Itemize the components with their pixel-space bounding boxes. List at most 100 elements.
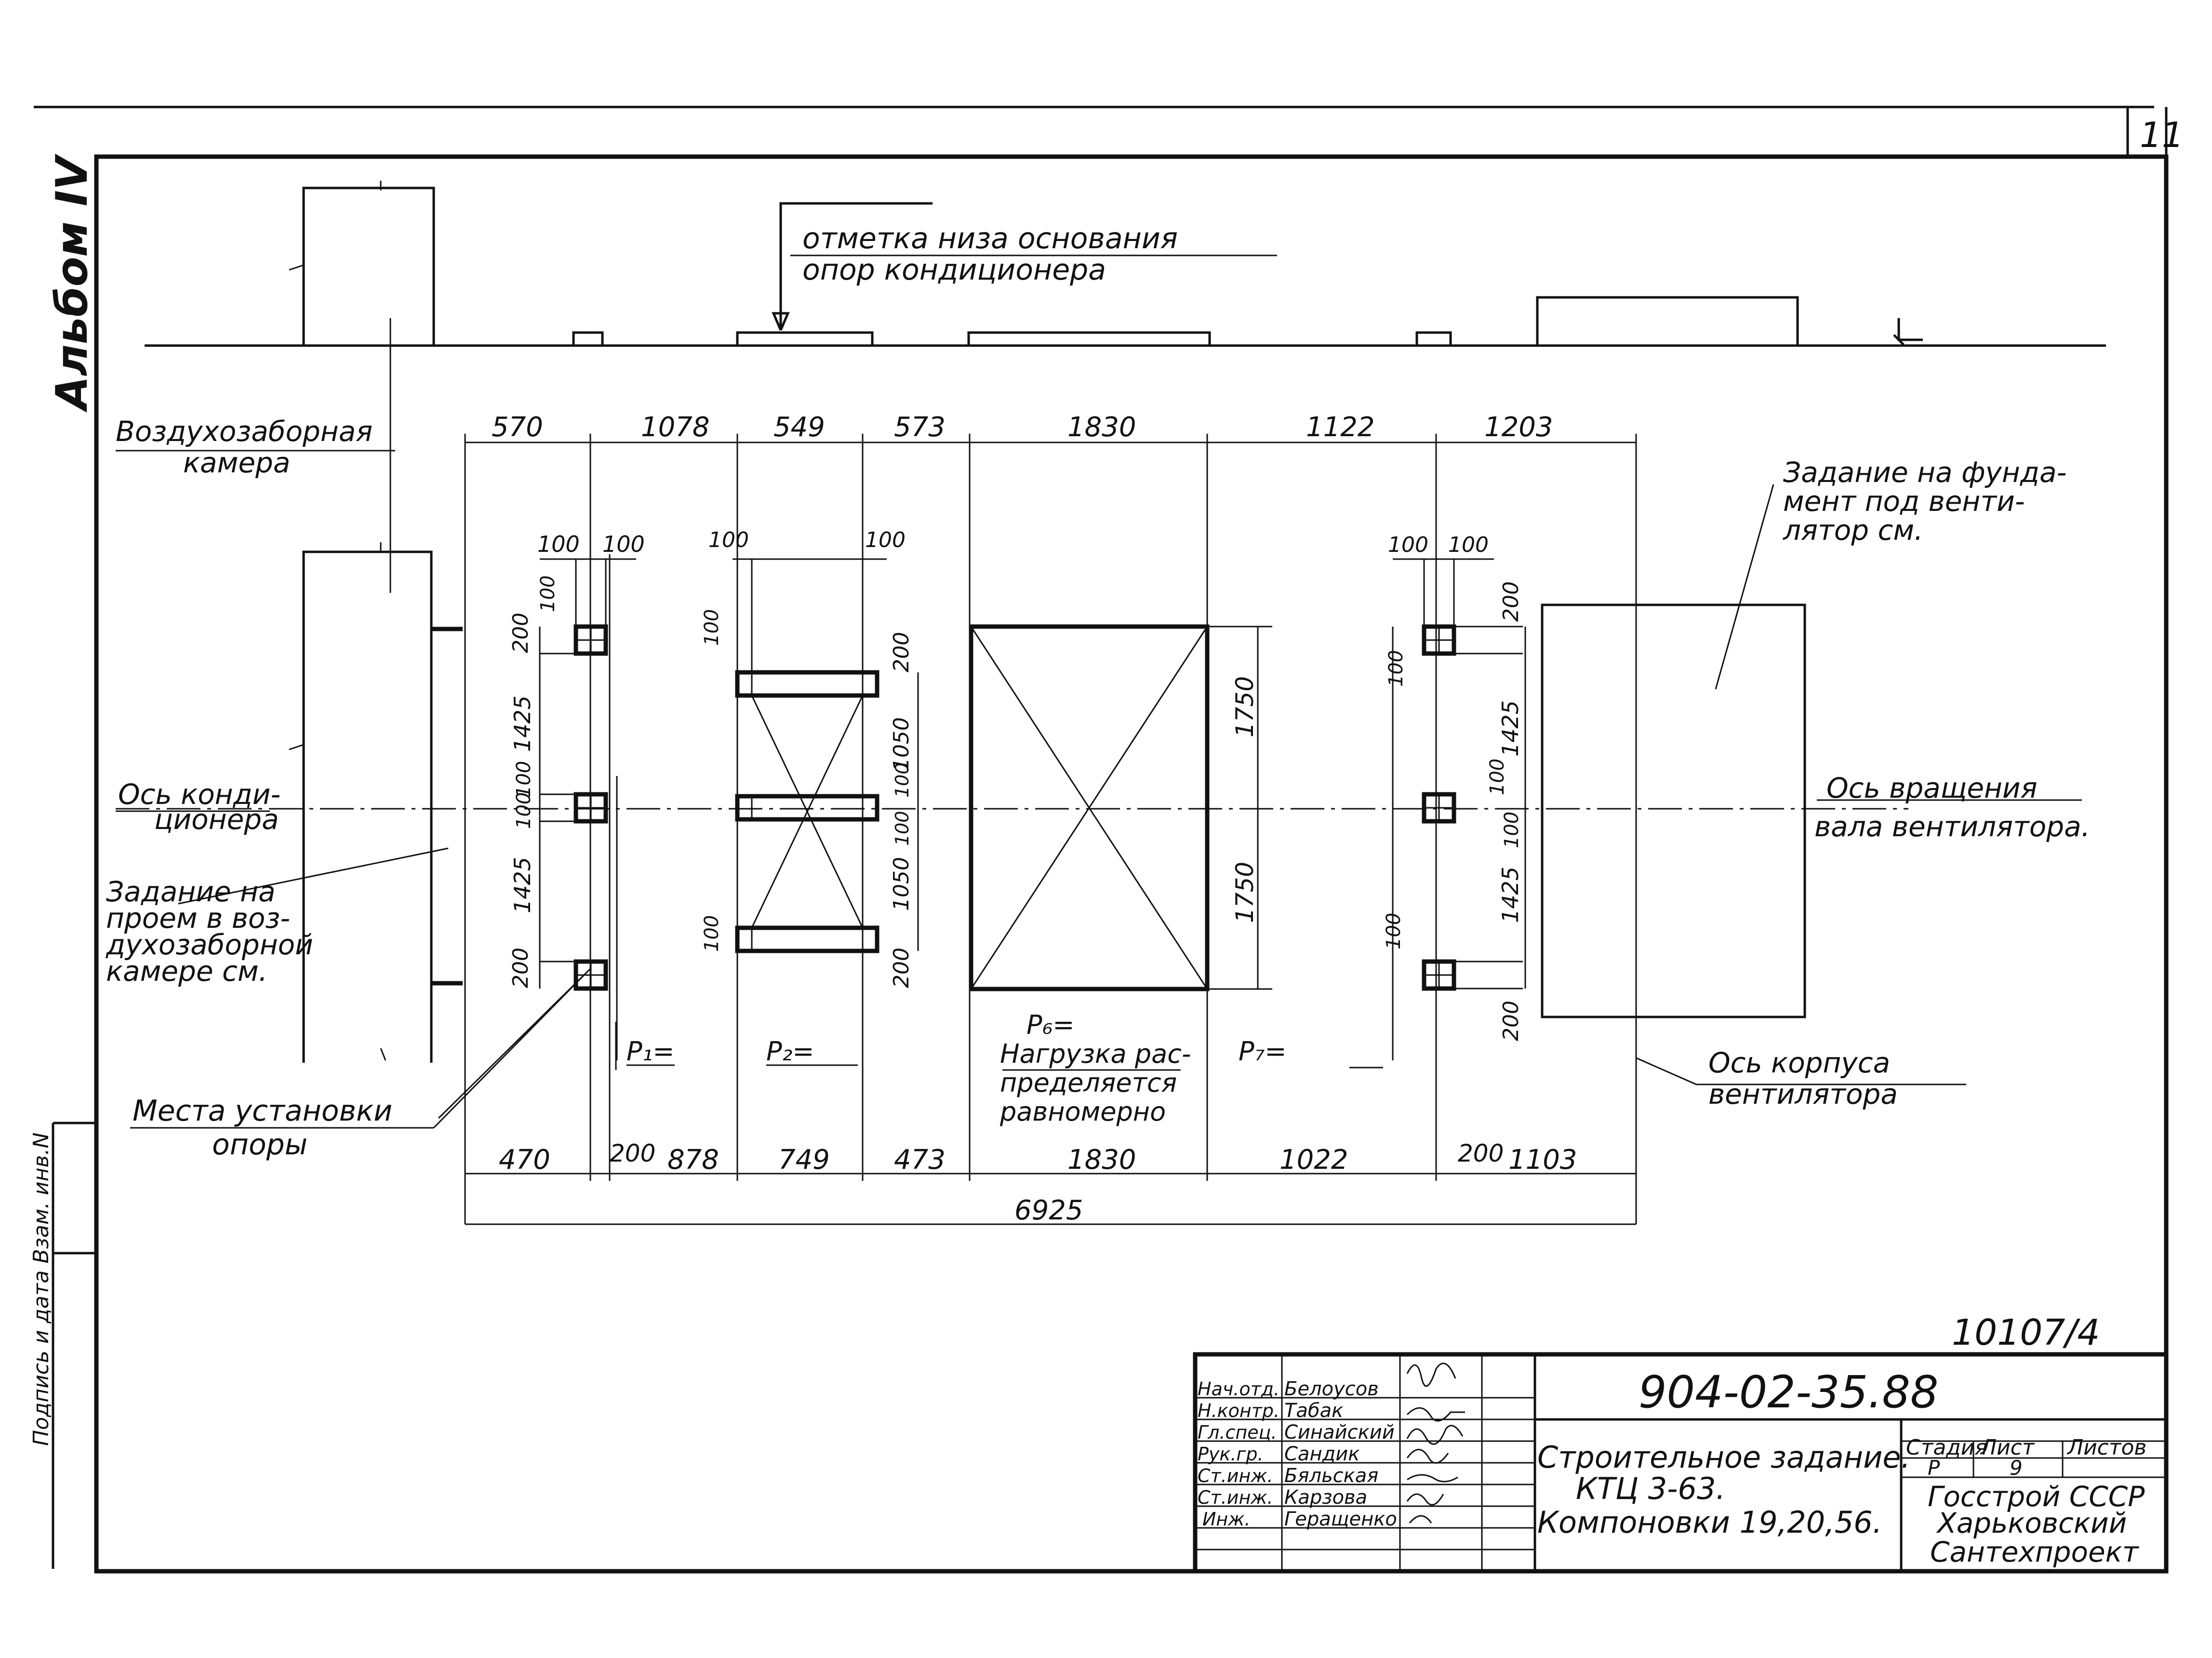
p1-dim-1425-top: 1425 — [509, 695, 535, 752]
p2-dim-100-vert-bottom: 100 — [701, 915, 723, 952]
top-note-line2: опор кондиционера — [802, 253, 1106, 287]
staff-role-1: Нач.отд. — [1198, 1378, 1279, 1400]
dim-top-2: 1078 — [641, 412, 710, 443]
staff-role-3: Гл.спец. — [1198, 1422, 1277, 1443]
p2-dim-100-vert-left: 100 — [701, 609, 723, 646]
dim-total: 6925 — [1014, 1195, 1083, 1226]
sheet-header: Лист — [1980, 1435, 2035, 1460]
dim-bottom-8: 200 — [1458, 1139, 1504, 1167]
p2-dim-100-mid2: 100 — [892, 811, 913, 846]
dimension-total: 6925 — [465, 1195, 1636, 1226]
drawing-code: 10107/4 — [1952, 1312, 2100, 1353]
p7-dim-100-mid2: 100 — [1501, 812, 1523, 848]
staff-role-2: Н.контр. — [1198, 1400, 1279, 1421]
p1-dim-100-mid1: 100 — [513, 761, 535, 798]
opening-task-3: духозаборной — [106, 928, 313, 961]
fan-body-axis: Ось корпуса вентилятора — [1636, 1046, 1966, 1110]
dim-bottom-2: 200 — [610, 1139, 655, 1167]
p7-dim-100-left-bottom: 100 — [1383, 913, 1405, 949]
support-places-1: Места установки — [133, 1094, 392, 1128]
staff-name-5: Бяльская — [1284, 1465, 1378, 1487]
p2-dim-100-mid: 100 — [892, 762, 913, 798]
p1-dim-100-mid2: 100 — [513, 792, 535, 829]
staff-name-6: Карзова — [1284, 1486, 1367, 1509]
fan-shaft-axis-1: Ось вращения — [1826, 772, 2038, 804]
title-line-2: КТЦ 3-63. — [1576, 1471, 1725, 1506]
support-places-note: Места установки опоры — [130, 968, 591, 1162]
sheet-number: 11 — [2140, 115, 2184, 155]
p7-dim-200-top: 200 — [1499, 581, 1523, 622]
dim-bottom-1: 470 — [499, 1144, 550, 1176]
support-column-p2: 100 100 100 200 1050 100 100 1050 100 20… — [701, 528, 919, 1067]
title-block: 904-02-35.88 Строительное задание. КТЦ 3… — [1193, 1352, 2169, 1574]
p6-dim-1750-bottom: 1750 — [1231, 862, 1259, 923]
dimension-chain-top: 570 1078 549 573 1830 1122 1203 — [465, 412, 1636, 443]
fan-foundation-3: лятор см. — [1783, 514, 1923, 547]
support-places-2: опоры — [212, 1128, 307, 1162]
p2-dim-1050-top: 1050 — [889, 717, 914, 771]
opening-task-1: Задание на — [106, 875, 276, 908]
opening-task-2: проем в воз- — [106, 902, 290, 935]
fan-foundation-1: Задание на фунда- — [1783, 456, 2066, 489]
p2-dim-1050-bottom: 1050 — [889, 857, 914, 911]
dim-bottom-5: 473 — [894, 1144, 946, 1176]
dim-top-6: 1122 — [1306, 412, 1375, 443]
p2-dim-100-left: 100 — [708, 528, 749, 552]
dim-top-4: 573 — [894, 412, 946, 443]
p1-dim-1425-bottom: 1425 — [509, 857, 535, 913]
dim-top-7: 1203 — [1484, 412, 1553, 443]
p7-dim-1425-bottom: 1425 — [1497, 867, 1523, 923]
fan-foundation-2: мент под венти- — [1783, 485, 2025, 518]
fan-body-axis-1: Ось корпуса — [1708, 1046, 1890, 1079]
org-line-1: Госстрой СССР — [1928, 1480, 2145, 1513]
org-line-2: Харьковский — [1936, 1507, 2127, 1539]
p1-dim-100-right: 100 — [602, 531, 645, 557]
fan-shaft-axis-2: вала вентилятора. — [1814, 810, 2090, 843]
doc-number: 904-02-35.88 — [1639, 1366, 1938, 1418]
side-stamp-text: Подпись и дата Взам. инв.N — [29, 1133, 53, 1446]
sheet-frame — [34, 106, 2169, 1574]
p2-dim-100-right: 100 — [865, 528, 906, 552]
title-line-3: Компоновки 19,20,56. — [1537, 1505, 1882, 1540]
p1-label: P₁= — [626, 1036, 674, 1067]
p1-dim-100-vert: 100 — [537, 575, 559, 612]
dim-bottom-3: 878 — [667, 1144, 719, 1176]
staff-name-1: Белоусов — [1284, 1378, 1379, 1400]
base-level-line — [145, 181, 2106, 347]
dim-top-3: 549 — [773, 412, 825, 443]
top-note-line1: отметка низа основания — [802, 222, 1178, 255]
signatures — [1406, 1363, 1465, 1524]
staff-role-7: Инж. — [1202, 1509, 1251, 1530]
dim-bottom-6: 1830 — [1067, 1144, 1136, 1176]
p6-note-3: равномерно — [999, 1096, 1166, 1127]
fan-foundation: Задание на фунда- мент под венти- лятор … — [1541, 456, 2066, 1018]
p7-label: P₇= — [1239, 1036, 1286, 1067]
air-intake-label-2: камера — [183, 446, 290, 479]
p7-dim-100-mid1: 100 — [1486, 759, 1508, 795]
conditioner-axis-label-1: Ось конди- — [118, 778, 280, 811]
sheets-header: Листов — [2066, 1435, 2146, 1460]
p1-dim-200-top: 200 — [508, 613, 533, 653]
org-line-3: Сантехпроект — [1930, 1536, 2140, 1568]
dim-bottom-7: 1022 — [1279, 1144, 1348, 1176]
staff-role-5: Ст.инж. — [1198, 1465, 1273, 1486]
staff-name-3: Синайский — [1284, 1421, 1395, 1444]
opening-task-4: камере см. — [106, 955, 267, 988]
support-column-p7: 100 100 200 100 1425 100 100 1425 100 20… — [1239, 533, 1526, 1069]
p1-dim-100-left: 100 — [537, 531, 580, 557]
p7-dim-200-bottom: 200 — [1499, 1001, 1523, 1041]
fan-shaft-axis: Ось вращения вала вентилятора. — [1814, 772, 2090, 843]
central-frame-p6: 1750 1750 P₆= Нагрузка рас- пределяется … — [969, 624, 1272, 1127]
title-line-1: Строительное задание. — [1537, 1440, 1910, 1475]
staff-name-4: Сандик — [1284, 1443, 1359, 1465]
conditioner-axis-label-2: ционера — [154, 803, 279, 836]
p6-note-1: Нагрузка рас- — [1000, 1039, 1191, 1069]
conditioner-axis: Ось конди- ционера — [116, 778, 1908, 836]
p6-note-2: пределяется — [1000, 1068, 1177, 1098]
top-note: отметка низа основания опор кондиционера — [772, 202, 1277, 331]
stage-header: Стадия — [1906, 1435, 1987, 1460]
p6-label: P₆= — [1026, 1010, 1074, 1040]
p1-dim-200-bottom: 200 — [508, 948, 533, 988]
staff-name-2: Табак — [1284, 1400, 1343, 1422]
